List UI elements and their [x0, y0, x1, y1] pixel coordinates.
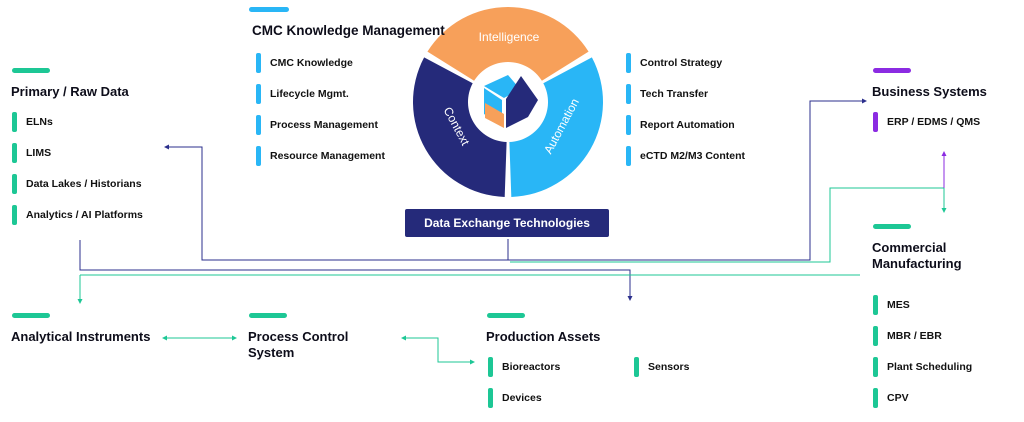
- production-item: Sensors: [634, 357, 689, 377]
- cmc-item: Tech Transfer: [626, 84, 708, 104]
- cmc-item: Lifecycle Mgmt.: [256, 84, 349, 104]
- production-title: Production Assets: [486, 329, 601, 344]
- business-accent-bar: [873, 68, 911, 73]
- ring-segment-automation: [509, 57, 603, 197]
- primary-item: Data Lakes / Historians: [12, 174, 142, 194]
- cmc-item: CMC Knowledge: [256, 53, 353, 73]
- primary-accent-bar: [12, 68, 50, 73]
- pcs-accent-bar: [249, 313, 287, 318]
- business-title: Business Systems: [872, 84, 987, 99]
- production-item: Bioreactors: [488, 357, 560, 377]
- data-exchange-box: Data Exchange Technologies: [405, 209, 609, 237]
- cmc-item: Resource Management: [256, 146, 385, 166]
- commercial-accent-bar: [873, 224, 911, 229]
- primary-title: Primary / Raw Data: [11, 84, 129, 99]
- connector-primary-to-dxt: [164, 144, 509, 261]
- cycle-ring: [412, 6, 603, 197]
- cmc-title: CMC Knowledge Management: [252, 23, 445, 38]
- cmc-item: Process Management: [256, 115, 378, 135]
- analytical-accent-bar: [12, 313, 50, 318]
- connector-primary-to-production: [79, 240, 633, 301]
- production-accent-bar: [487, 313, 525, 318]
- cube-icon: [484, 75, 538, 128]
- commercial-title-line1: Commercial: [872, 240, 947, 255]
- connector-pcs-production: [401, 335, 475, 365]
- primary-item: ELNs: [12, 112, 53, 132]
- commercial-item: MES: [873, 295, 910, 315]
- commercial-item: MBR / EBR: [873, 326, 942, 346]
- ring-label-intelligence: Intelligence: [479, 30, 540, 44]
- analytical-title: Analytical Instruments: [11, 329, 151, 344]
- business-item: ERP / EDMS / QMS: [873, 112, 980, 132]
- connector-dxt-to-business: [508, 98, 867, 261]
- ring-segment-context: [412, 57, 507, 197]
- commercial-item: Plant Scheduling: [873, 357, 972, 377]
- cmc-accent-bar: [249, 7, 289, 12]
- commercial-item: CPV: [873, 388, 909, 408]
- primary-item: LIMS: [12, 143, 51, 163]
- primary-item: Analytics / AI Platforms: [12, 205, 143, 225]
- cmc-item: eCTD M2/M3 Content: [626, 146, 745, 166]
- production-item: Devices: [488, 388, 542, 408]
- pcs-title-line1: Process Control: [248, 329, 349, 344]
- connector-commercial-to-business: [510, 187, 947, 263]
- teal-connectors: [77, 187, 947, 365]
- cmc-item: Report Automation: [626, 115, 735, 135]
- commercial-title-line2: Manufacturing: [872, 256, 962, 271]
- navy-connectors: [79, 98, 867, 301]
- ring-segment-intelligence: [427, 6, 589, 81]
- cmc-item: Control Strategy: [626, 53, 722, 73]
- pcs-title-line2: System: [248, 345, 295, 360]
